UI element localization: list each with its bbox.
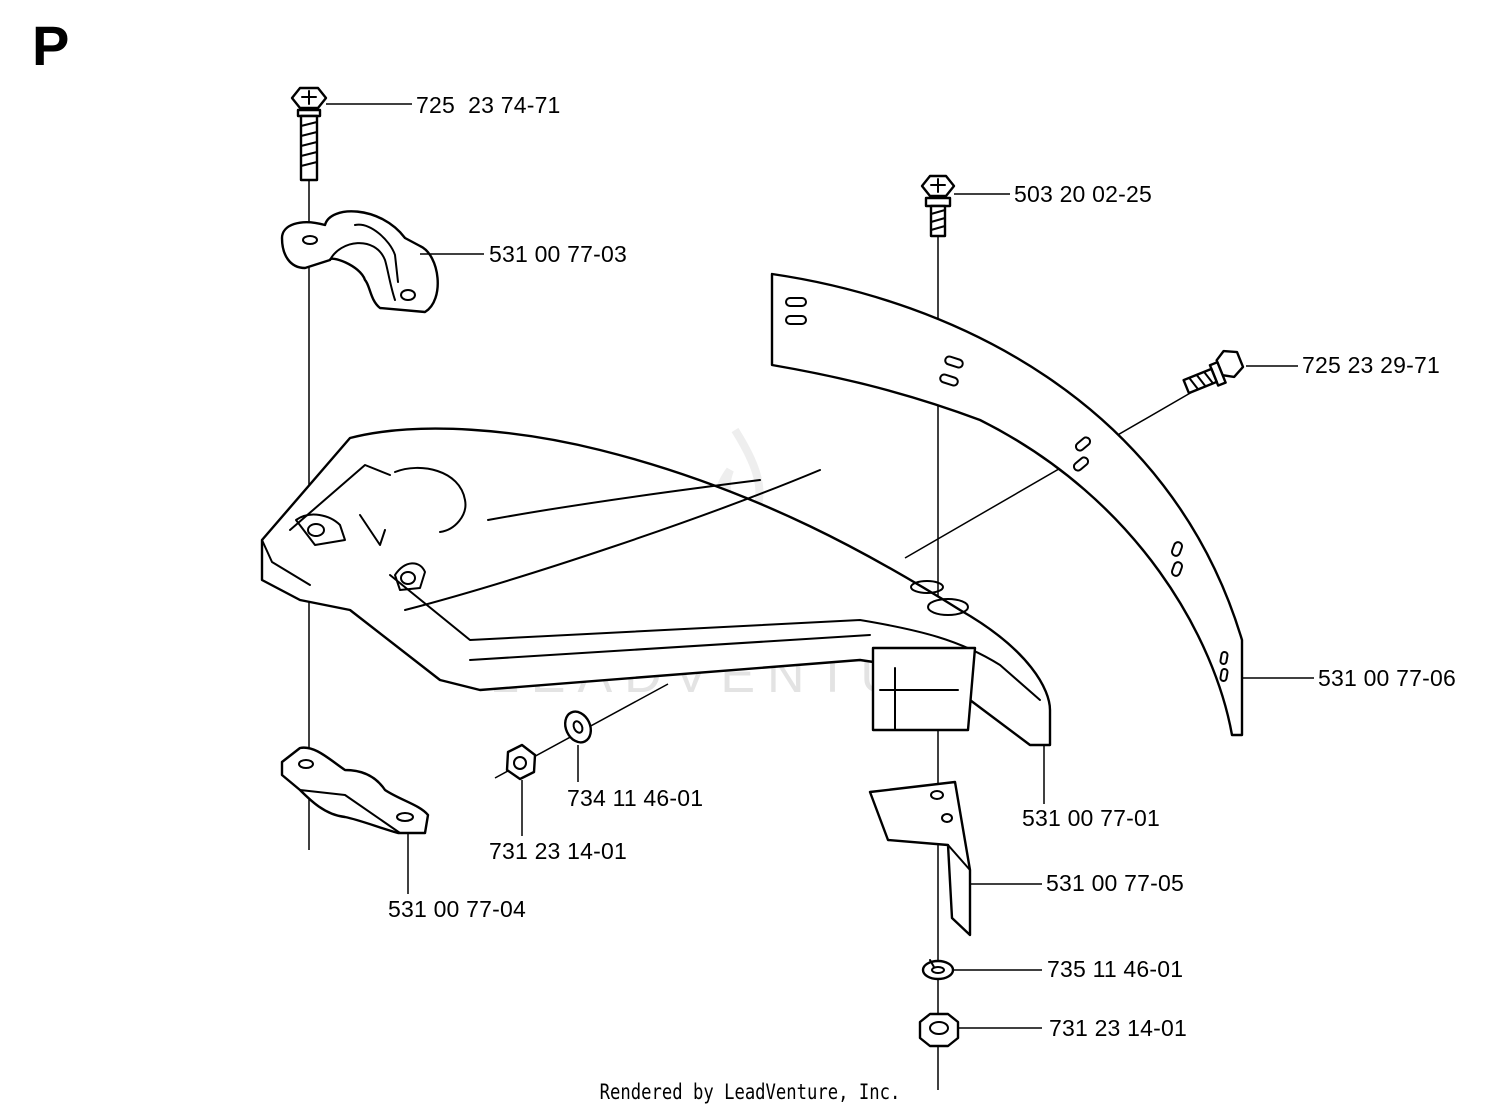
part-label-531-00-77-04: 531 00 77-04: [388, 896, 526, 922]
part-label-731-23-14-01-left: 731 23 14-01: [489, 838, 627, 864]
footer-credit: Rendered by LeadVenture, Inc.: [599, 1080, 901, 1104]
screw-top-left-part[interactable]: [290, 86, 328, 182]
guard-body-part[interactable]: [260, 427, 1052, 747]
part-label-531-00-77-05: 531 00 77-05: [1046, 870, 1184, 896]
part-label-503-20-02-25: 503 20 02-25: [1014, 181, 1152, 207]
part-label-531-00-77-06: 531 00 77-06: [1318, 665, 1456, 691]
part-label-531-00-77-01: 531 00 77-01: [1022, 805, 1160, 831]
part-label-725-23-74-71: 725 23 74-71: [416, 92, 561, 118]
screw-right-part[interactable]: [1179, 347, 1246, 397]
lock-washer-part[interactable]: [921, 959, 955, 981]
part-label-735-11-46-01: 735 11 46-01: [1047, 956, 1184, 982]
leader-lines: [326, 103, 1314, 1029]
part-label-734-11-46-01: 734 11 46-01: [567, 785, 704, 811]
part-label-531-00-77-03: 531 00 77-03: [489, 241, 627, 267]
screw-top-right-part[interactable]: [920, 174, 956, 238]
guard-skirt-part[interactable]: [770, 272, 1244, 737]
assembly-axis-diagonal: [904, 391, 1193, 559]
nut-bottom-part[interactable]: [918, 1012, 960, 1048]
part-label-731-23-14-01-bottom: 731 23 14-01: [1049, 1015, 1187, 1041]
section-letter: P: [32, 14, 70, 77]
clamp-lower-part[interactable]: [280, 746, 430, 835]
washer-part[interactable]: [560, 707, 595, 746]
nut-left-part[interactable]: [505, 743, 537, 781]
bracket-part[interactable]: [868, 780, 972, 937]
part-label-725-23-29-71: 725 23 29-71: [1302, 352, 1440, 378]
clamp-upper-part[interactable]: [280, 210, 439, 314]
